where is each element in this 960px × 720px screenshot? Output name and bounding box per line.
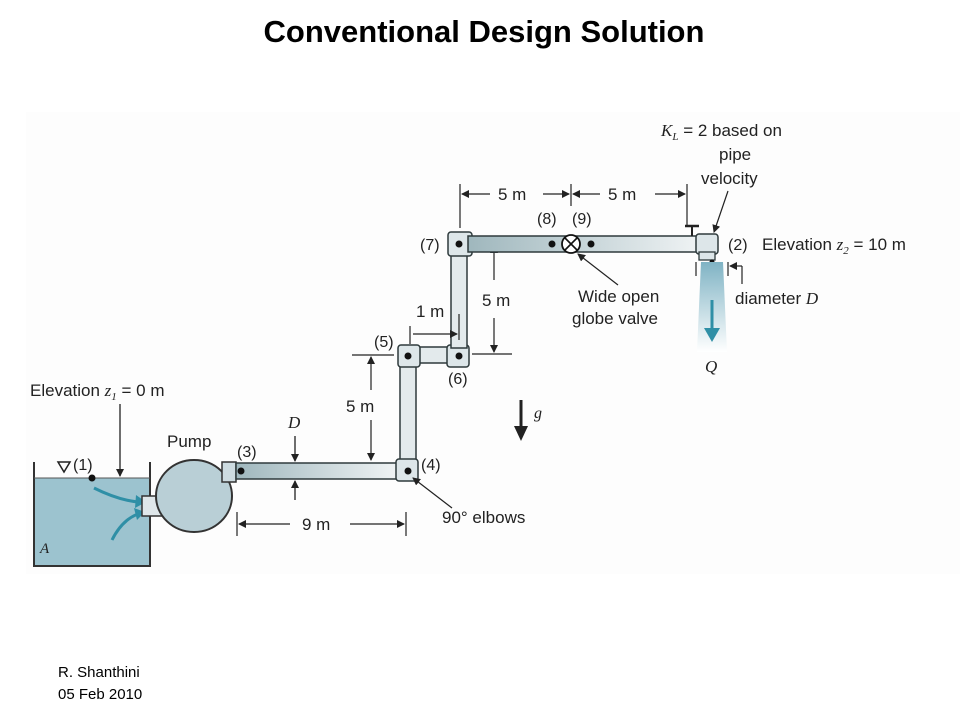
kl-pointer bbox=[712, 190, 729, 233]
dim-9m-label: 9 m bbox=[302, 515, 330, 534]
inflow-arrowhead-1 bbox=[135, 495, 146, 508]
valve-label-line2: globe valve bbox=[572, 309, 658, 328]
label-point-3: (3) bbox=[237, 444, 257, 461]
inflow-arrow-2 bbox=[110, 512, 139, 541]
dim-5m-left-label: 5 m bbox=[498, 185, 526, 204]
point-5-dot bbox=[404, 352, 412, 360]
label-point-1: (1) bbox=[73, 457, 93, 474]
slide-date: 05 Feb 2010 bbox=[58, 686, 143, 703]
pump: Pump bbox=[141, 432, 237, 533]
elbows-pointer bbox=[412, 477, 453, 509]
inflow-arrow-1 bbox=[93, 486, 139, 504]
valve-cross-2 bbox=[564, 237, 578, 251]
elevation-z2-label: Elevation z2 = 10 m bbox=[762, 235, 906, 257]
label-point-4: (4) bbox=[421, 457, 441, 474]
label-point-9: (9) bbox=[572, 211, 592, 228]
dim-5m-right-label: 5 m bbox=[608, 185, 636, 204]
pipe-diameter-symbol: D bbox=[287, 413, 301, 432]
point-7-dot bbox=[455, 240, 463, 248]
flow-symbol-q: Q bbox=[705, 357, 717, 376]
kl-label-line2: pipe bbox=[719, 145, 751, 164]
gravity-arrowhead bbox=[514, 426, 528, 441]
point-3-dot bbox=[237, 467, 245, 475]
label-point-2: (2) bbox=[728, 237, 748, 254]
pipe-segment-3-4 bbox=[235, 462, 403, 480]
dim-5m-upper-label: 5 m bbox=[482, 291, 510, 310]
label-point-5: (5) bbox=[374, 334, 394, 351]
pump-casing bbox=[155, 459, 233, 533]
pump-label: Pump bbox=[167, 432, 211, 451]
elevation-z1-label: Elevation z1 = 0 m bbox=[30, 381, 165, 403]
dim-5m-lower-label: 5 m bbox=[346, 397, 374, 416]
point-9-dot bbox=[587, 240, 595, 248]
outlet-elbow bbox=[695, 233, 719, 255]
author-name: R. Shanthini bbox=[58, 664, 140, 681]
outlet-nozzle bbox=[698, 251, 716, 261]
kl-label-line3: velocity bbox=[701, 169, 758, 188]
free-surface-symbol bbox=[56, 461, 72, 474]
kl-label-line1: KL = 2 based on bbox=[660, 121, 782, 143]
reservoir-tank: A (1) bbox=[33, 457, 151, 567]
gravity-symbol: g bbox=[534, 405, 542, 422]
label-point-6: (6) bbox=[448, 371, 468, 388]
label-point-8: (8) bbox=[537, 211, 557, 228]
elbows-label: 90° elbows bbox=[442, 508, 525, 527]
slide-title: Conventional Design Solution bbox=[263, 14, 705, 49]
dim-1m-label: 1 m bbox=[416, 302, 444, 321]
flow-arrowhead-q bbox=[704, 328, 720, 342]
point-6-dot bbox=[455, 352, 463, 360]
tank-label: A bbox=[39, 541, 50, 557]
slide-footer: R. Shanthini 05 Feb 2010 bbox=[58, 662, 142, 706]
outlet-diameter-label: diameter D bbox=[735, 289, 819, 308]
tank-water bbox=[34, 478, 150, 566]
valve-label-line1: Wide open bbox=[578, 287, 659, 306]
label-point-7: (7) bbox=[420, 237, 440, 254]
point-1-dot bbox=[88, 474, 96, 482]
valve-pointer bbox=[577, 253, 619, 286]
point-8-dot bbox=[548, 240, 556, 248]
point-4-dot bbox=[404, 467, 412, 475]
pump-outlet bbox=[221, 461, 237, 483]
